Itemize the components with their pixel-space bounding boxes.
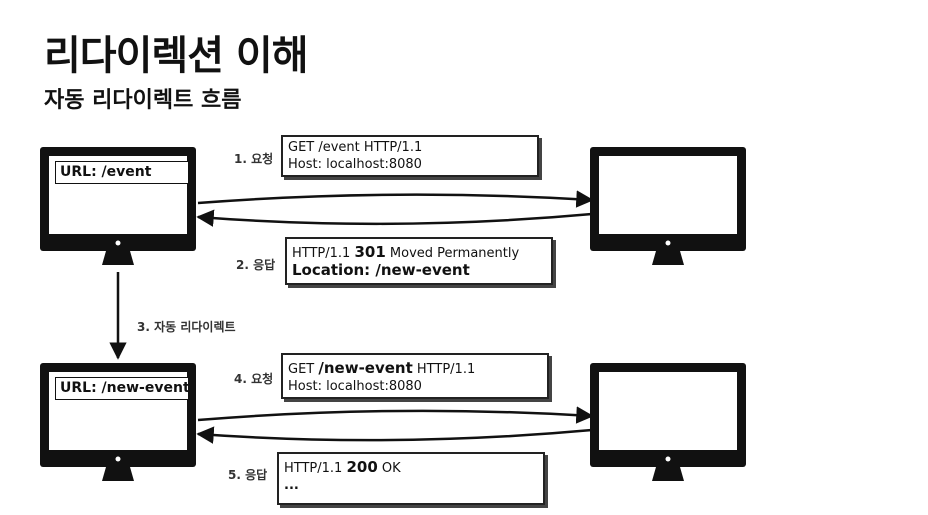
host-header: Host: localhost:8080 [288, 157, 422, 172]
status-protocol: HTTP/1.1 [292, 246, 351, 261]
host-header: Host: localhost:8080 [288, 379, 422, 394]
http-request-message-2: GET /new-event HTTP/1.1 Host: localhost:… [281, 353, 549, 399]
location-header: Location: /new-event [292, 261, 470, 279]
http-response-message-1: HTTP/1.1 301 Moved Permanently Location:… [285, 237, 553, 285]
status-protocol: HTTP/1.1 [284, 461, 343, 476]
http-response-message-2: HTTP/1.1 200 OK ... [277, 452, 545, 505]
step-label-request-1: 1. 요청 [234, 152, 274, 166]
step-label-request-2: 4. 요청 [234, 372, 274, 386]
client-monitor-top: URL: /event [40, 147, 196, 271]
status-reason: Moved Permanently [389, 246, 520, 261]
url-bar: URL: /event [55, 161, 189, 184]
server-monitor-bottom [590, 363, 746, 487]
monitor-icon [590, 363, 746, 481]
response-arrow-bottom [196, 426, 593, 444]
request-line: GET /event HTTP/1.1 [288, 140, 423, 155]
request-arrow-top [197, 190, 594, 208]
server-monitor-top [590, 147, 746, 271]
request-path: /new-event [318, 359, 413, 377]
request-method: GET [288, 362, 315, 377]
client-monitor-bottom: URL: /new-event [40, 363, 196, 487]
step-label-response-1: 2. 응답 [236, 258, 276, 272]
page-title: 리다이렉션 이해 [44, 33, 309, 79]
body-ellipsis: ... [284, 478, 299, 493]
step-label-redirect: 3. 자동 리다이렉트 [137, 320, 236, 334]
url-bar: URL: /new-event [55, 377, 190, 400]
status-code: 301 [354, 243, 386, 261]
monitor-icon [590, 147, 746, 265]
status-code: 200 [346, 458, 378, 476]
page-subtitle: 자동 리다이렉트 흐름 [44, 88, 242, 113]
response-arrow-top [196, 209, 593, 227]
status-reason: OK [381, 461, 401, 476]
http-request-message-1: GET /event HTTP/1.1 Host: localhost:8080 [281, 135, 539, 177]
request-arrow-bottom [197, 406, 594, 424]
request-protocol: HTTP/1.1 [416, 362, 476, 377]
step-label-response-2: 5. 응답 [228, 468, 268, 482]
